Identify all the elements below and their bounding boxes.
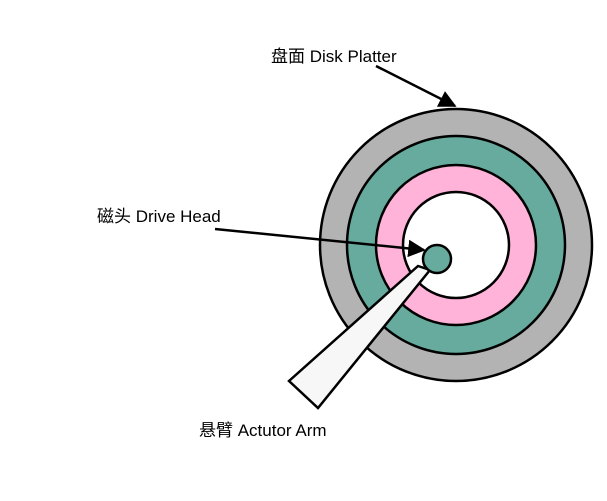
head-arrow (214, 227, 426, 258)
drive-head (421, 243, 453, 275)
drive-head-label: 磁头 Drive Head (97, 207, 221, 226)
actuator-arm-label: 悬臂 Actutor Arm (199, 421, 327, 440)
platter-arrow (375, 64, 457, 108)
disk-platter-label: 盘面 Disk Platter (271, 47, 397, 66)
